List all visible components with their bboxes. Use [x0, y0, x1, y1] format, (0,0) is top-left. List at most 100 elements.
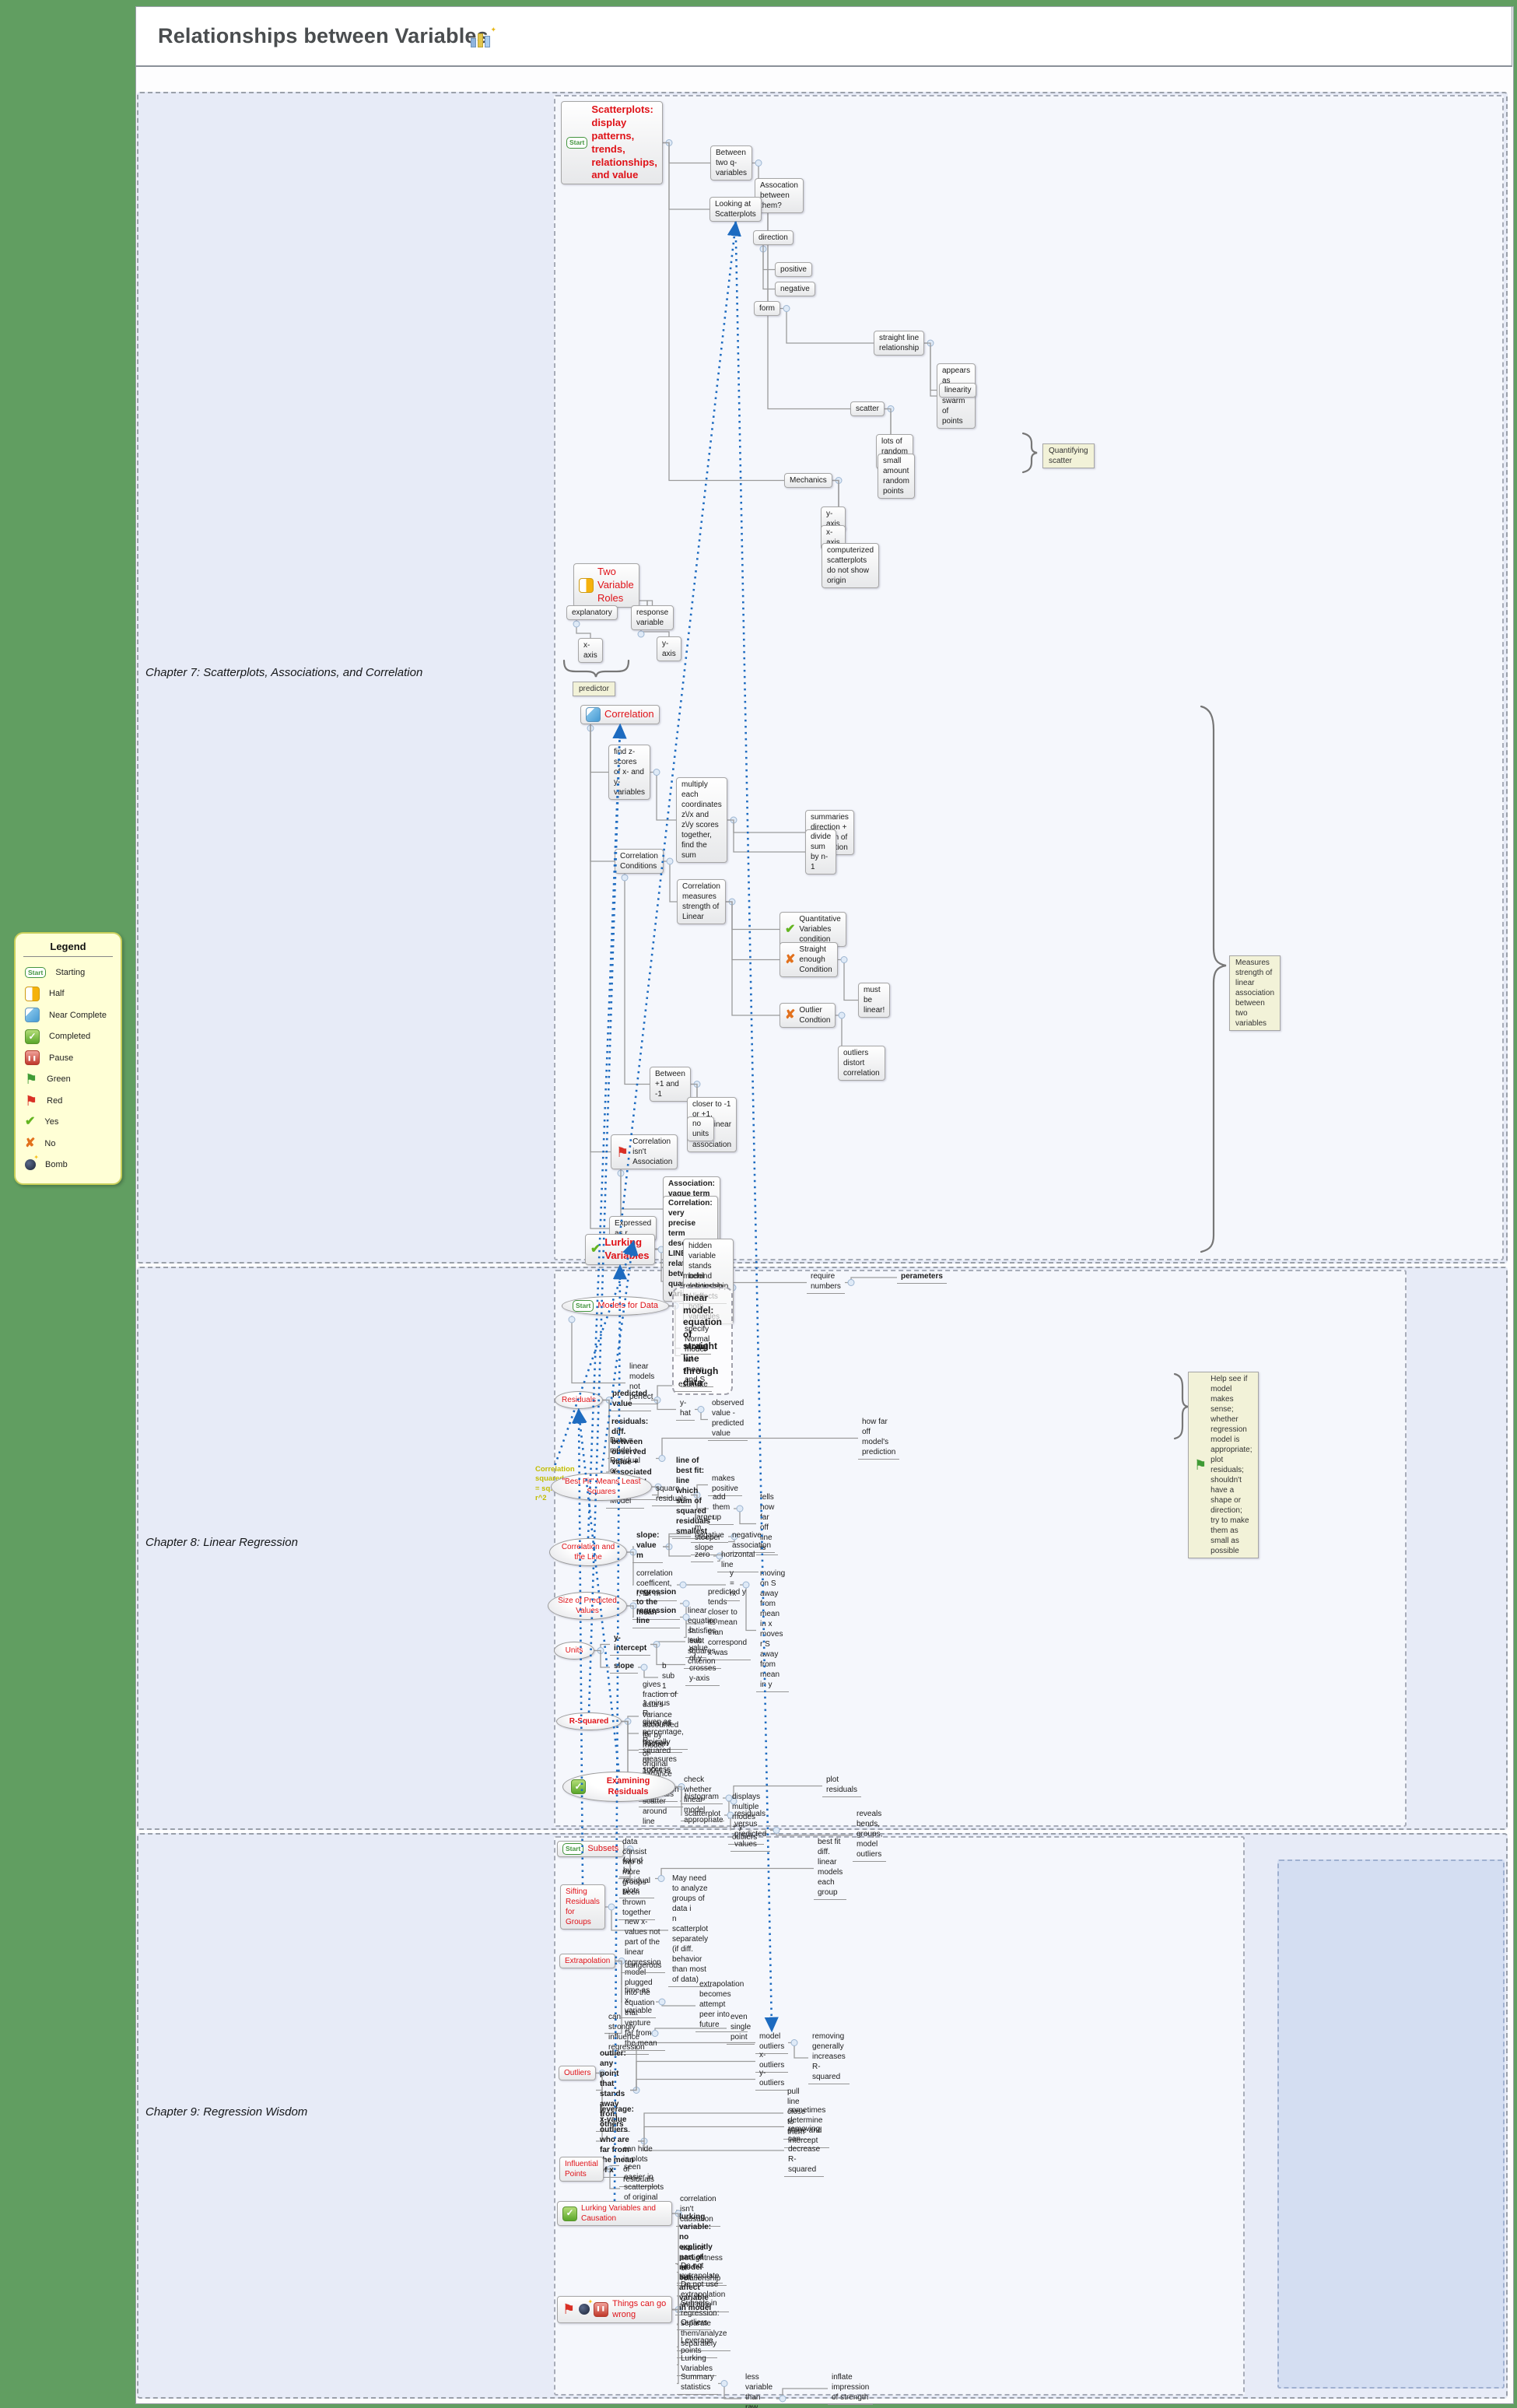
node-subsets-in-regression[interactable]: Subsets in regression: separate them/ana… [677, 2298, 731, 2351]
node-correlation-isnt-causation[interactable]: correlation isn't causation [676, 2194, 720, 2227]
node-assure-straightness[interactable]: assure straightness of relationship [677, 2243, 727, 2286]
node-how-far-off[interactable]: how far off model's prediction [858, 1417, 900, 1460]
node-plot-residuals[interactable]: plot residuals [822, 1775, 862, 1797]
node-lurking-variable-definition[interactable]: lurking variable: no explicitly part of … [675, 2212, 716, 2315]
node-two-variable-roles[interactable]: Two Variable Roles [573, 563, 639, 608]
node-measures-strength-note[interactable]: Measures strength of linear association … [1229, 955, 1281, 1031]
node-best-fit-diff-models[interactable]: best fit diff. linear models each group [814, 1837, 847, 1900]
node-correlation-and-line[interactable]: Correlation and the Line [549, 1538, 627, 1566]
node-value-y-crosses[interactable]: value of y crosses y-axis [685, 1643, 720, 1686]
node-computerized-scatterplots[interactable]: computerized scatterplots do not show or… [822, 543, 880, 588]
node-reveals-bends[interactable]: reveals bends, groups, model outliers [853, 1809, 887, 1862]
node-y-outliers[interactable]: y-outliers [755, 2068, 789, 2091]
node-find-z-scores[interactable]: find z-scores of x- and y-variables [608, 745, 651, 800]
node-linear-model-definition[interactable]: linear model: equation of straight line … [672, 1287, 733, 1395]
node-sifting-residuals[interactable]: Sifting Residuals for Groups [560, 1884, 605, 1930]
node-examining-residuals[interactable]: ✓Examining Residuals [562, 1772, 675, 1802]
node-correlation[interactable]: Correlation [580, 705, 660, 724]
node-negative-slope[interactable]: negative [691, 1530, 728, 1543]
node-scatterplot-residuals[interactable]: scatterplot [681, 1809, 725, 1821]
node-sometimes-determine[interactable]: sometimes determine slope and intercept [784, 2105, 830, 2148]
node-b-sub-0[interactable]: b sub 0 [685, 1625, 706, 1658]
node-wrong-lurking-variables[interactable]: Lurking Variables [677, 2354, 716, 2376]
node-positive[interactable]: positive [775, 262, 812, 277]
node-model[interactable]: model [681, 1342, 712, 1355]
node-slope[interactable]: slope [610, 1661, 639, 1674]
node-between-two-q-variables[interactable]: Between two q-variables [710, 145, 753, 181]
node-found-by-residual-plots[interactable]: found by residual plots [619, 1856, 655, 1898]
node-may-need-analyze[interactable]: May need to analyze groups of data i n s… [668, 1873, 713, 1987]
node-divide-sum[interactable]: divide sum by n-1 [805, 829, 837, 875]
node-correlation-conditions[interactable]: Correlation Conditions [615, 849, 664, 874]
node-straight-line-relationship[interactable]: straight line relationship [874, 331, 925, 356]
node-line-of-best-fit[interactable]: line of best fit: line which sum of squa… [672, 1456, 714, 1539]
node-negative[interactable]: negative [775, 282, 815, 296]
node-linearity[interactable]: linearity [939, 383, 977, 398]
node-outlier-condition[interactable]: ✘Outlier Condtion [780, 1003, 836, 1028]
node-dangerous[interactable]: dangerous [621, 1961, 666, 1973]
node-add-them-up[interactable]: add them up [709, 1492, 734, 1525]
node-zero-slope[interactable]: zero [691, 1550, 714, 1562]
node-explanatory[interactable]: explanatory [566, 605, 618, 620]
node-mechanics[interactable]: Mechanics [784, 473, 832, 488]
node-given-as-percentage[interactable]: given as percentage, typically [639, 1717, 688, 1750]
node-small-random-points[interactable]: small amount random points [878, 454, 915, 499]
node-predicted-value[interactable]: predicted value [608, 1389, 652, 1411]
node-makes-positive[interactable]: makes positive [708, 1474, 742, 1496]
node-residuals-vs-predicted[interactable]: residuals versus predicted values [730, 1809, 771, 1852]
node-size-of-predicted-values[interactable]: Size of Predicted Values [548, 1592, 627, 1620]
node-explanatory-x-axis[interactable]: x-axis [578, 638, 603, 663]
node-slope-value-m[interactable]: slope: value m [632, 1530, 664, 1563]
node-model-outliers[interactable]: model outliers [755, 2031, 789, 2054]
node-pull-line-close[interactable]: pull line close to them [783, 2087, 810, 2140]
node-correlation-coefficient[interactable]: correlation coefficent, r, for m [632, 1569, 677, 1601]
node-things-can-go-wrong[interactable]: ⚑❚❚Things can go wrong [557, 2296, 672, 2323]
node-predicted-y-closer[interactable]: predicted y tends closer to its mean tha… [704, 1587, 751, 1660]
node-form[interactable]: form [754, 301, 780, 316]
node-must-be-linear[interactable]: must be linear! [858, 983, 891, 1018]
node-outlier-definition[interactable]: outlier: any point that stands away from… [596, 2049, 630, 2132]
node-lurking-variables[interactable]: ✔Lurking Variables [585, 1234, 655, 1265]
node-units[interactable]: Units [554, 1642, 594, 1660]
node-do-not-extrapolate[interactable]: Do not extrapolate [677, 2261, 723, 2284]
node-residuals[interactable]: Residuals [555, 1391, 603, 1409]
node-square-residuals[interactable]: square residuals [652, 1484, 692, 1506]
node-time-as-x[interactable]: time as x-variable [621, 1986, 657, 2018]
node-histogram[interactable]: histogram [681, 1792, 723, 1804]
node-even-single-point[interactable]: even single point [727, 2012, 755, 2045]
node-inflate-impression[interactable]: inflate impression of strength [828, 2372, 874, 2405]
node-less-variable[interactable]: less variable than raw data [741, 2372, 776, 2408]
node-check-linear-model[interactable]: check whether linear model appropriate [680, 1775, 727, 1828]
node-looking-at-scatterplots[interactable]: Looking at Scatterplots [709, 197, 762, 222]
node-correlation-measures-linear[interactable]: Correlation measures strength of Linear [677, 879, 726, 924]
node-moving-s-away[interactable]: moving on S away from mean in x moves r … [756, 1569, 790, 1692]
node-multiply-coordinates[interactable]: multiply each coordinates z\/x and z\/y … [676, 777, 727, 863]
node-specify-normal-model[interactable]: specify Normal model w/ mean and S [681, 1324, 714, 1387]
node-outliers[interactable]: Outliers [559, 2066, 597, 2080]
node-quantitative-variables-condition[interactable]: ✔Quantitative Variables condition [780, 912, 846, 947]
node-do-not-extrapolation-time[interactable]: Do not use extrapolation with time [677, 2280, 730, 2312]
node-predictor[interactable]: predictor [573, 682, 615, 696]
node-direction[interactable]: direction [753, 230, 794, 245]
node-lurking-causation[interactable]: ✓Lurking Variables and Causation [557, 2201, 672, 2226]
node-straight-enough-condition[interactable]: ✘Straight enough Condition [780, 942, 838, 977]
node-best-fit[interactable]: "Best Fit" Means Least Squares [551, 1473, 652, 1501]
node-response-y-axis[interactable]: y-axis [657, 636, 681, 661]
node-regression-to-mean[interactable]: regression to the mean [632, 1587, 681, 1620]
node-removing-increases-r-squared[interactable]: removing generally increases R-squared [808, 2031, 850, 2084]
node-y-hat[interactable]: y-hat [676, 1398, 695, 1421]
node-r-squared[interactable]: R-Squared [556, 1712, 622, 1730]
node-outliers-distort[interactable]: outliers distort correlation [838, 1046, 885, 1081]
node-response-variable[interactable]: response variable [631, 605, 674, 630]
node-scatter[interactable]: scatter [850, 401, 885, 416]
node-linear-models-not-perfect[interactable]: linear models not perfect [625, 1362, 659, 1404]
node-x-outliers[interactable]: x-outliers [755, 2050, 789, 2073]
node-gives-fraction-variance[interactable]: gives fraction of data's variance accoun… [639, 1680, 683, 1753]
node-help-note[interactable]: ⚑Help see if model makes sense; whether … [1188, 1372, 1259, 1558]
node-larger-m[interactable]: larger m, steeper slope [691, 1512, 725, 1555]
node-perameters[interactable]: perameters [897, 1271, 947, 1284]
node-extrapolation[interactable]: Extrapolation [559, 1954, 616, 1968]
node-no-units[interactable]: no units [687, 1116, 715, 1141]
